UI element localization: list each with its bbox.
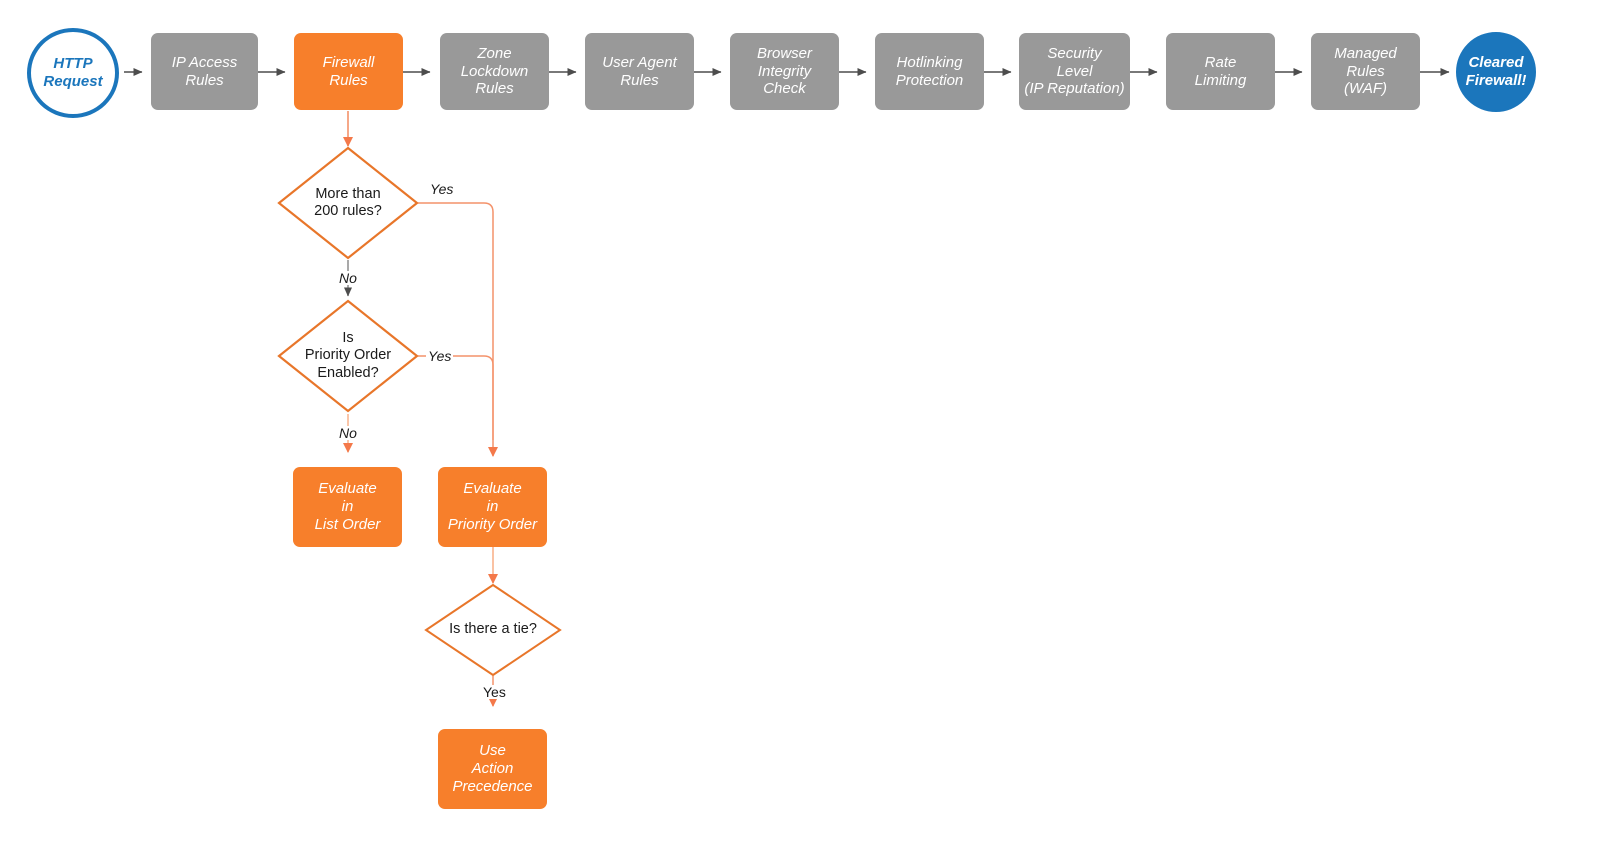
- node-hotlinking-protection[interactable]: Hotlinking Protection: [875, 33, 984, 110]
- node-is-there-a-tie[interactable]: Is there a tie?: [424, 583, 562, 677]
- node-label-managed-rules-waf: Managed Rules (WAF): [1334, 44, 1397, 98]
- node-http-request[interactable]: HTTP Request: [27, 28, 119, 118]
- edge-label-priority-yes: Yes: [426, 348, 454, 364]
- node-label-http-request: HTTP Request: [43, 55, 103, 90]
- diamond-shape-is-there-a-tie: [424, 583, 562, 677]
- node-label-firewall-rules: Firewall Rules: [322, 53, 375, 89]
- node-evaluate-in-priority-order[interactable]: Evaluate in Priority Order: [438, 467, 547, 547]
- node-label-ip-access-rules: IP Access Rules: [171, 53, 238, 89]
- node-label-more-than-200-rules: More than 200 rules?: [314, 185, 382, 219]
- node-label-is-priority-order-enabled: Is Priority Order Enabled?: [304, 330, 392, 381]
- node-rate-limiting[interactable]: Rate Limiting: [1166, 33, 1275, 110]
- edge-label-more-than-200-no: No: [337, 270, 359, 286]
- node-is-priority-order-enabled[interactable]: Is Priority Order Enabled?: [277, 299, 419, 413]
- node-label-evaluate-in-list-order: Evaluate in List Order: [314, 480, 381, 533]
- node-managed-rules-waf[interactable]: Managed Rules (WAF): [1311, 33, 1420, 110]
- node-label-cleared-firewall: Cleared Firewall!: [1465, 54, 1527, 89]
- diamond-shape-is-priority-order-enabled: [277, 299, 419, 413]
- node-label-rate-limiting: Rate Limiting: [1194, 53, 1247, 89]
- node-use-action-precedence[interactable]: Use Action Precedence: [438, 729, 547, 809]
- edge-label-priority-no: No: [337, 425, 359, 441]
- node-security-level[interactable]: Security Level (IP Reputation): [1019, 33, 1130, 110]
- edge-more-than-200-yes: [418, 202, 498, 457]
- diamond-shape-more-than-200-rules: [277, 146, 419, 260]
- node-label-evaluate-in-priority-order: Evaluate in Priority Order: [447, 480, 538, 533]
- node-more-than-200-rules[interactable]: More than 200 rules?: [277, 146, 419, 260]
- edge-label-more-than-200-yes: Yes: [428, 181, 456, 197]
- node-ip-access-rules[interactable]: IP Access Rules: [151, 33, 258, 110]
- edge-label-tie-yes: Yes: [481, 684, 508, 700]
- node-evaluate-in-list-order[interactable]: Evaluate in List Order: [293, 467, 402, 547]
- node-zone-lockdown-rules[interactable]: Zone Lockdown Rules: [440, 33, 549, 110]
- node-firewall-rules[interactable]: Firewall Rules: [294, 33, 403, 110]
- edge-priority-yes: [418, 355, 494, 440]
- node-label-browser-integrity-check: Browser Integrity Check: [756, 44, 812, 98]
- node-label-user-agent-rules: User Agent Rules: [602, 53, 677, 89]
- node-label-hotlinking-protection: Hotlinking Protection: [895, 53, 964, 89]
- node-browser-integrity-check[interactable]: Browser Integrity Check: [730, 33, 839, 110]
- node-label-security-level: Security Level (IP Reputation): [1024, 44, 1125, 98]
- node-label-use-action-precedence: Use Action Precedence: [452, 742, 533, 795]
- node-user-agent-rules[interactable]: User Agent Rules: [585, 33, 694, 110]
- node-label-zone-lockdown-rules: Zone Lockdown Rules: [460, 44, 529, 98]
- node-label-is-there-a-tie: Is there a tie?: [449, 621, 537, 638]
- node-cleared-firewall[interactable]: Cleared Firewall!: [1456, 32, 1536, 112]
